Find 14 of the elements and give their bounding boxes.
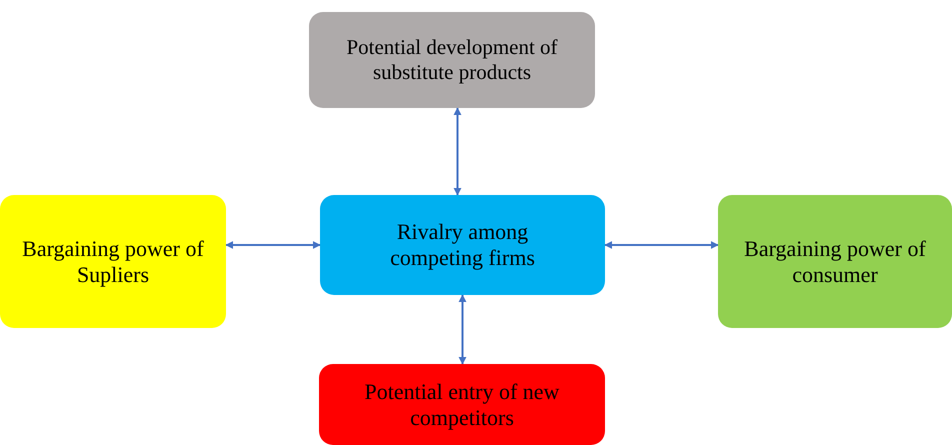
box-label: Potential development of substitute products — [345, 35, 559, 85]
process-box — [718, 195, 952, 328]
double-arrow — [454, 107, 462, 196]
process-box — [319, 364, 605, 445]
process-box — [309, 12, 595, 108]
box-label: Potential entry of new competitors — [364, 378, 560, 430]
double-arrow — [604, 241, 719, 249]
box-label: Bargaining power of Supliers — [21, 236, 205, 288]
process-box — [0, 195, 226, 328]
double-arrow — [458, 294, 466, 365]
double-arrow — [225, 241, 321, 249]
box-label: Rivalry among competing firms — [389, 219, 536, 271]
process-box — [320, 195, 605, 295]
box-label: Bargaining power of consumer — [743, 236, 927, 288]
